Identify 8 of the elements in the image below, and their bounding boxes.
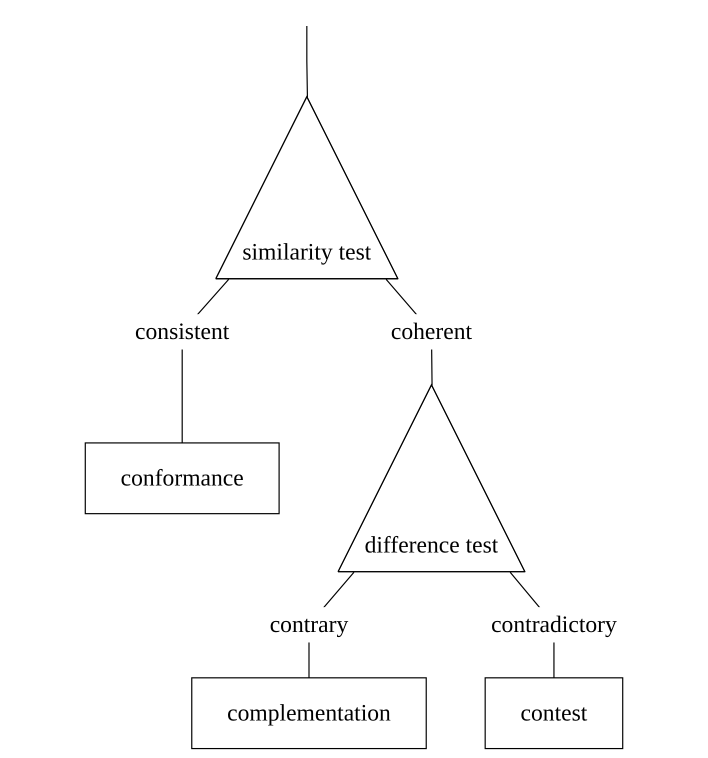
- edge-label: coherent: [390, 318, 472, 345]
- node-box: conformance: [84, 442, 280, 514]
- node-box: complementation: [191, 677, 427, 750]
- edge-label: contradictory: [491, 612, 617, 638]
- connector: [306, 26, 308, 98]
- node-box: contest: [484, 677, 624, 750]
- edge-label: consistent: [135, 318, 230, 345]
- edge-label: contrary: [270, 612, 348, 638]
